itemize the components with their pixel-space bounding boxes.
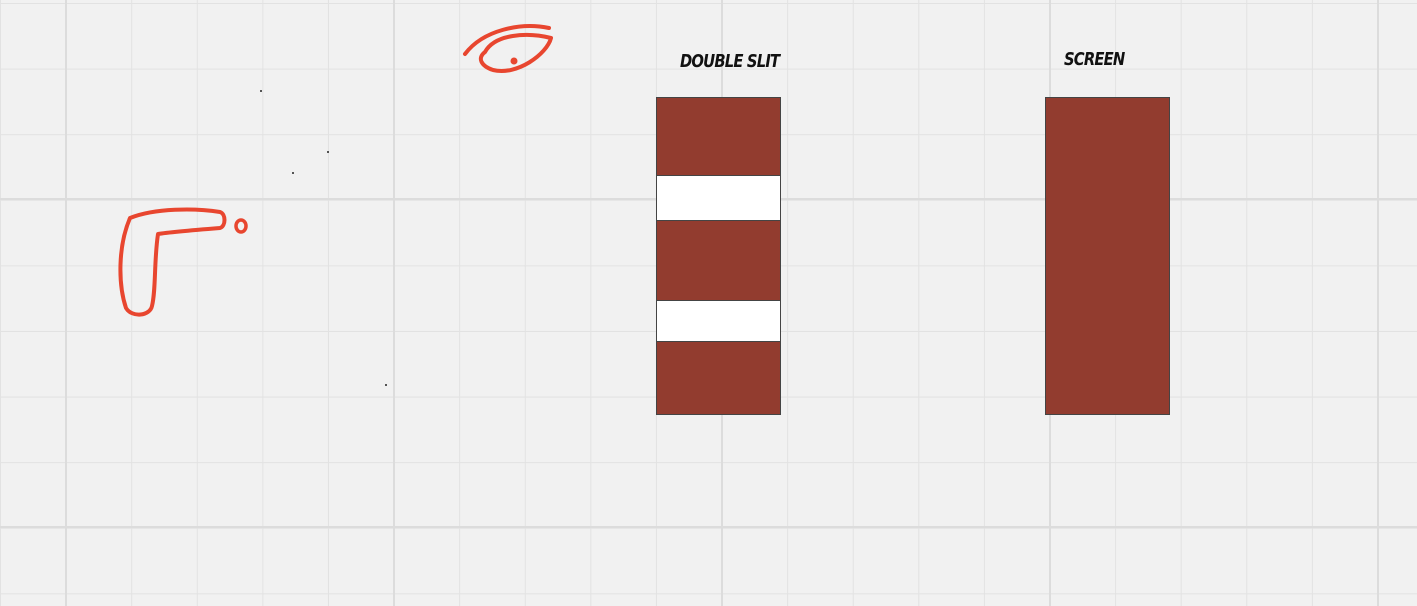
light-source-doodle-icon[interactable] [110,200,260,325]
stray-dot [385,384,387,386]
eye-doodle-icon[interactable] [455,18,560,80]
lower-slit[interactable] [656,300,781,342]
upper-slit[interactable] [656,175,781,221]
double-slit-barrier[interactable] [656,97,781,415]
detection-screen[interactable] [1045,97,1170,415]
stray-dot [327,151,329,153]
screen-label[interactable]: Screen [1064,49,1125,70]
double-slit-label[interactable]: Double slit [680,51,780,72]
stray-dot [292,172,294,174]
stray-dot [260,90,262,92]
